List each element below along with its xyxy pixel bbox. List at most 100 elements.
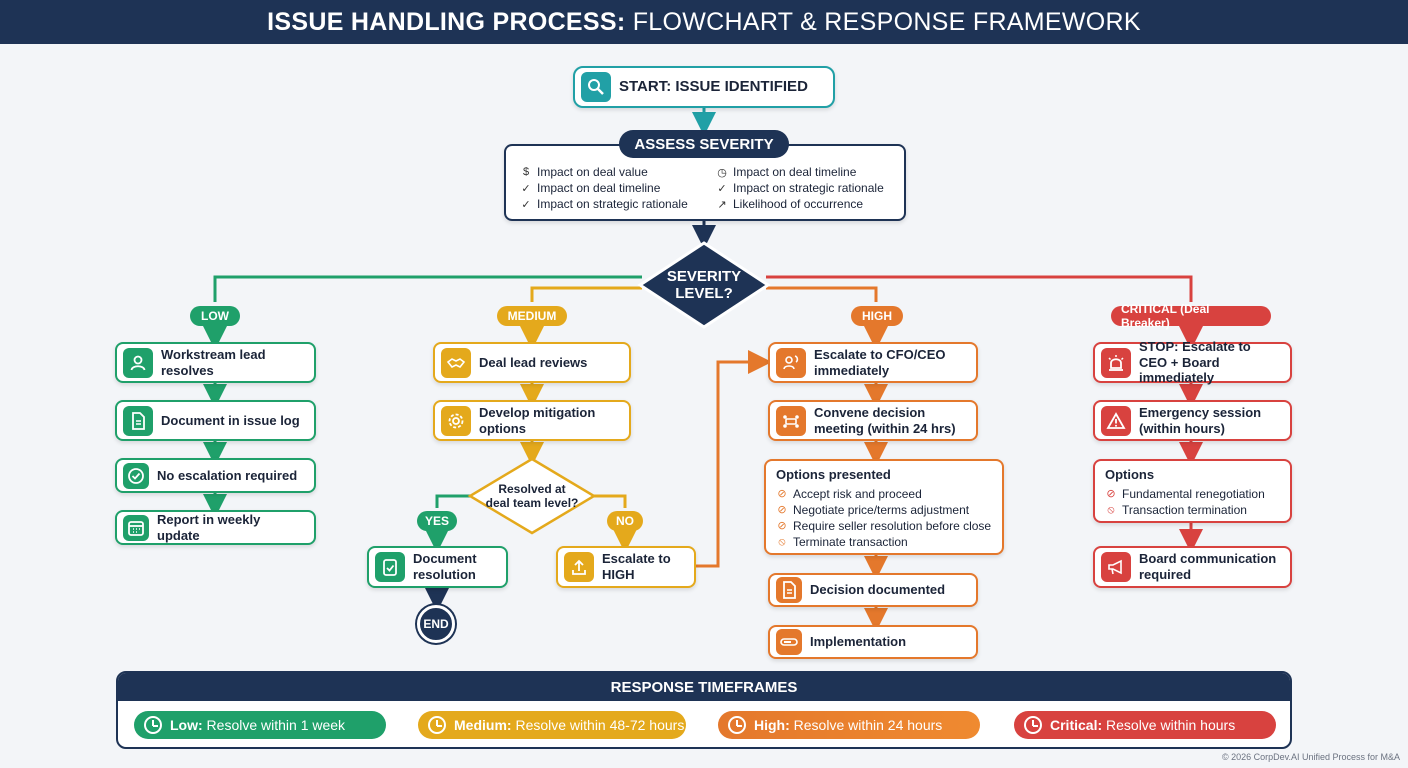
progress-bar-icon (776, 629, 802, 655)
resolved-line2: deal team level? (485, 496, 579, 510)
resolved-question: Resolved at deal team level? (482, 478, 582, 514)
document-icon (123, 405, 153, 436)
medium-step-2[interactable]: Develop mitigation options (433, 400, 631, 441)
low-step-4[interactable]: Report in weekly update (115, 510, 316, 545)
alarm-icon (1101, 347, 1131, 378)
timeframe-text: Resolve within 1 week (206, 717, 346, 733)
gear-icon (441, 405, 471, 436)
step-label: Decision documented (810, 582, 946, 598)
high-step-1[interactable]: Escalate to CFO/CEO immediately (768, 342, 978, 383)
step-label: Board communication required (1139, 551, 1277, 582)
check-circle-icon: ✓ (521, 198, 531, 211)
trend-chart-icon: ↗ (717, 198, 727, 211)
step-label: Implementation (810, 634, 907, 650)
high-step-2[interactable]: Convene decision meeting (within 24 hrs) (768, 400, 978, 441)
start-node[interactable]: START: ISSUE IDENTIFIED (573, 66, 835, 108)
clock-icon (144, 716, 162, 734)
no-pill: NO (607, 511, 643, 531)
options-title: Options (1105, 467, 1155, 482)
step-label: Workstream lead resolves (161, 346, 266, 378)
upload-icon (564, 552, 594, 582)
timeframe-low: Low: Resolve within 1 week (134, 711, 386, 739)
resolved-line1: Resolved at (498, 481, 566, 496)
criterion-text: Impact on deal timeline (537, 181, 661, 195)
check-circle-icon: ⊘ (777, 504, 787, 516)
clock-icon (1024, 716, 1042, 734)
level-pill-medium: MEDIUM (497, 306, 567, 326)
option-text: Transaction termination (1122, 503, 1247, 517)
timeframe-text: Resolve within hours (1106, 717, 1236, 733)
low-step-3[interactable]: No escalation required (115, 458, 316, 493)
option-text: Terminate transaction (793, 535, 908, 549)
title-light: FLOWCHART & RESPONSE FRAMEWORK (632, 7, 1141, 36)
magnifier-icon (581, 72, 611, 102)
step-label: Document in issue log (161, 412, 300, 428)
check-circle-icon (123, 462, 149, 489)
title-bold: ISSUE HANDLING PROCESS: (267, 7, 626, 36)
low-step-1[interactable]: Workstream lead resolves (115, 342, 316, 383)
medium-step-1[interactable]: Deal lead reviews (433, 342, 631, 383)
check-circle-icon: ⊘ (1106, 488, 1116, 500)
option-item: ⊘ Negotiate price/terms adjustment (776, 502, 992, 518)
escalate-to-high-node[interactable]: Escalate to HIGH (556, 546, 696, 588)
high-step-decision[interactable]: Decision documented (768, 573, 978, 607)
start-label: START: ISSUE IDENTIFIED (619, 78, 808, 95)
options-title: Options presented (776, 467, 891, 482)
dollar-icon: $ (522, 166, 530, 178)
timeframe-medium: Medium: Resolve within 48-72 hours (418, 711, 686, 739)
document-icon (776, 577, 802, 603)
page-title: ISSUE HANDLING PROCESS: FLOWCHART & RESP… (0, 0, 1408, 44)
option-text: Negotiate price/terms adjustment (793, 503, 970, 517)
criterion-text: Impact on deal timeline (733, 165, 857, 179)
step-label: STOP: Escalate to CEO + Board immediatel… (1139, 339, 1251, 386)
step-label: Emergency session (within hours) (1139, 404, 1262, 436)
clock-icon: ◷ (717, 166, 727, 179)
criterion-left-2: ✓ Impact on deal timeline (520, 181, 660, 195)
timeframe-level: Medium: (454, 717, 512, 733)
clock-icon (428, 716, 446, 734)
criterion-text: Impact on strategic rationale (537, 197, 688, 211)
timeframe-level: Low: (170, 717, 203, 733)
critical-step-board[interactable]: Board communication required (1093, 546, 1292, 588)
severity-question: SEVERITY LEVEL? (654, 262, 754, 308)
criterion-right-1: ◷ Impact on deal timeline (716, 165, 856, 179)
meeting-icon (776, 405, 806, 436)
step-label: Deal lead reviews (479, 354, 588, 370)
calendar-icon (123, 514, 149, 541)
criterion-text: Impact on deal value (537, 165, 648, 179)
option-item: ⊘Require seller resolution before close (776, 518, 992, 534)
option-item: ⦸ Transaction termination (1105, 502, 1280, 518)
timeframe-text: Resolve within 24 hours (793, 717, 943, 733)
timeframe-high: High: Resolve within 24 hours (718, 711, 980, 739)
step-label: No escalation required (157, 467, 298, 483)
critical-step-2[interactable]: Emergency session (within hours) (1093, 400, 1292, 441)
severity-diamond (637, 241, 771, 329)
low-step-2[interactable]: Document in issue log (115, 400, 316, 441)
yes-pill: YES (417, 511, 457, 531)
megaphone-icon (1101, 552, 1131, 582)
high-options-box: Options presented ⊘ Accept risk and proce… (764, 459, 1004, 555)
person-icon (123, 347, 153, 378)
option-text: Accept risk and proceed (793, 487, 922, 501)
step-label: Develop mitigation options (479, 404, 596, 436)
check-circle-icon: ✓ (521, 182, 531, 195)
option-text: Require seller resolution before close (793, 519, 992, 533)
response-timeframes-panel: RESPONSE TIMEFRAMES Low: Resolve within … (116, 671, 1292, 749)
step-label: Escalate to CFO/CEO immediately (814, 346, 946, 378)
high-step-implementation[interactable]: Implementation (768, 625, 978, 659)
clock-icon (728, 716, 746, 734)
assess-severity-pill: ASSESS SEVERITY (619, 130, 789, 158)
resolved-diamond (467, 457, 597, 535)
critical-step-1[interactable]: STOP: Escalate to CEO + Board immediatel… (1093, 339, 1292, 386)
timeframe-level: High: (754, 717, 790, 733)
timeframe-critical: Critical: Resolve within hours (1014, 711, 1276, 739)
step-label: Document resolution (413, 551, 477, 582)
option-text: Fundamental renegotiation (1122, 487, 1265, 501)
timeframe-text: Resolve within 48-72 hours (515, 717, 685, 733)
severity-line2: LEVEL? (675, 285, 733, 302)
document-resolution-node[interactable]: Document resolution (367, 546, 508, 588)
step-label: Convene decision meeting (within 24 hrs) (814, 404, 956, 436)
prohibited-icon: ⦸ (1107, 504, 1115, 516)
level-pill-high: HIGH (851, 306, 903, 326)
